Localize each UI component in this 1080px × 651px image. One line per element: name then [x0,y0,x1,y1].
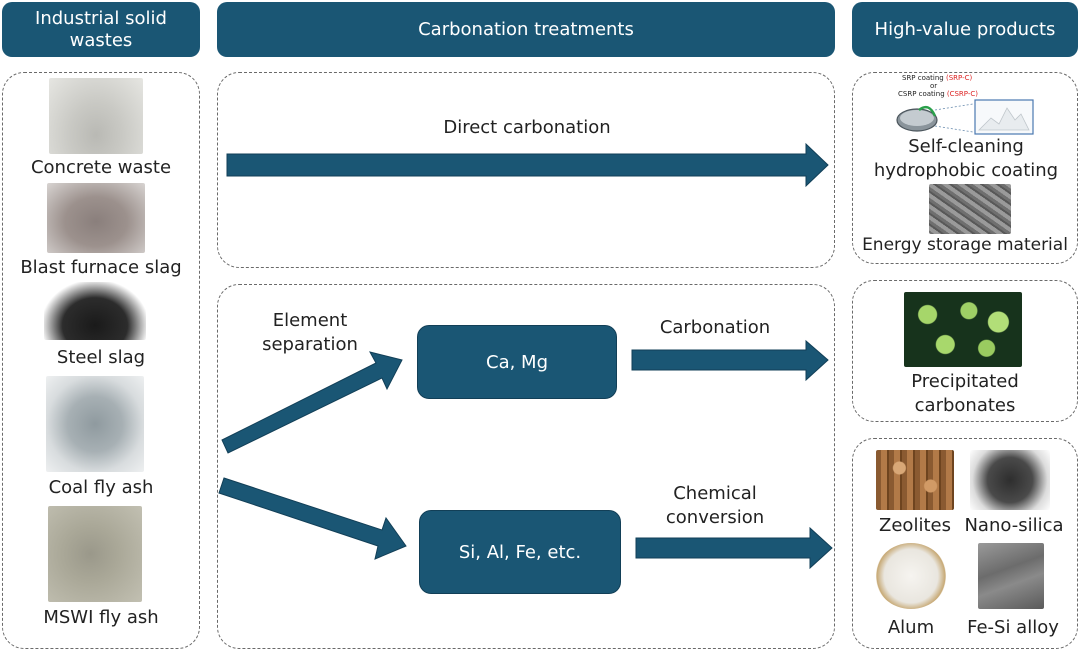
precipitated-text: Precipitated carbonates [911,371,1019,416]
zeolites-image [876,450,954,510]
header-carbonation-treatments: Carbonation treatments [217,2,835,57]
panel-coating-energy [852,72,1078,264]
panel-precipitated [852,280,1078,422]
fe-si-alloy-image [978,543,1044,609]
waste-label-mswi-fly-ash: MSWI fly ash [43,607,159,628]
waste-label-concrete: Concrete waste [30,157,172,178]
panel-chemical-products [852,438,1078,649]
header-treatments-text: Carbonation treatments [418,18,634,40]
header-products-text: High-value products [874,18,1056,40]
nano-silica-label: Nano-silica [964,515,1064,536]
coating-inset-srp: SRP coating (SRP-C) [902,74,973,82]
si-al-fe-text: Si, Al, Fe, etc. [458,541,582,563]
si-al-fe-box: Si, Al, Fe, etc. [419,510,621,594]
ca-mg-text: Ca, Mg [486,351,548,373]
panel-wastes [2,72,200,649]
mswi-fly-ash-image [48,506,142,602]
nano-silica-image [970,450,1050,510]
coal-fly-ash-image [46,376,144,472]
panel-direct-carbonation [217,72,835,268]
coating-disc-illustration [896,99,1034,135]
precipitated-label: Precipitated carbonates [852,370,1078,418]
header-wastes-text: Industrial solid wastes [35,7,167,51]
concrete-waste-image [49,78,143,154]
steel-slag-image [44,282,146,340]
waste-label-blast-furnace: Blast furnace slag [20,257,182,278]
chemical-conversion-text: Chemical conversion [665,483,765,528]
self-cleaning-text: Self-cleaning hydrophobic coating [873,136,1059,181]
direct-carbonation-label: Direct carbonation [443,117,611,138]
fe-si-alloy-label: Fe-Si alloy [967,617,1059,638]
ca-mg-box: Ca, Mg [417,325,617,399]
element-separation-text: Element separation [262,310,358,355]
energy-storage-image [929,184,1011,234]
coating-inset-or: or [930,82,938,90]
alum-label: Alum [887,617,935,638]
alum-image [875,543,947,609]
carbonation-label: Carbonation [659,317,771,338]
waste-label-coal-fly-ash: Coal fly ash [48,477,154,498]
blast-furnace-slag-image [47,183,145,253]
self-cleaning-label: Self-cleaning hydrophobic coating [868,135,1064,183]
header-high-value-products: High-value products [852,2,1078,57]
energy-storage-label: Energy storage material [862,235,1068,255]
waste-label-steel-slag: Steel slag [56,347,146,368]
chemical-conversion-label: Chemical conversion [665,482,765,530]
precipitated-carbonates-image [904,292,1022,367]
panel-indirect-carbonation [217,284,835,649]
header-industrial-solid-wastes: Industrial solid wastes [2,2,200,57]
zeolites-label: Zeolites [879,515,951,536]
coating-inset-csrp: CSRP coating (CSRP-C) [898,90,979,98]
element-separation-label: Element separation [250,309,370,357]
